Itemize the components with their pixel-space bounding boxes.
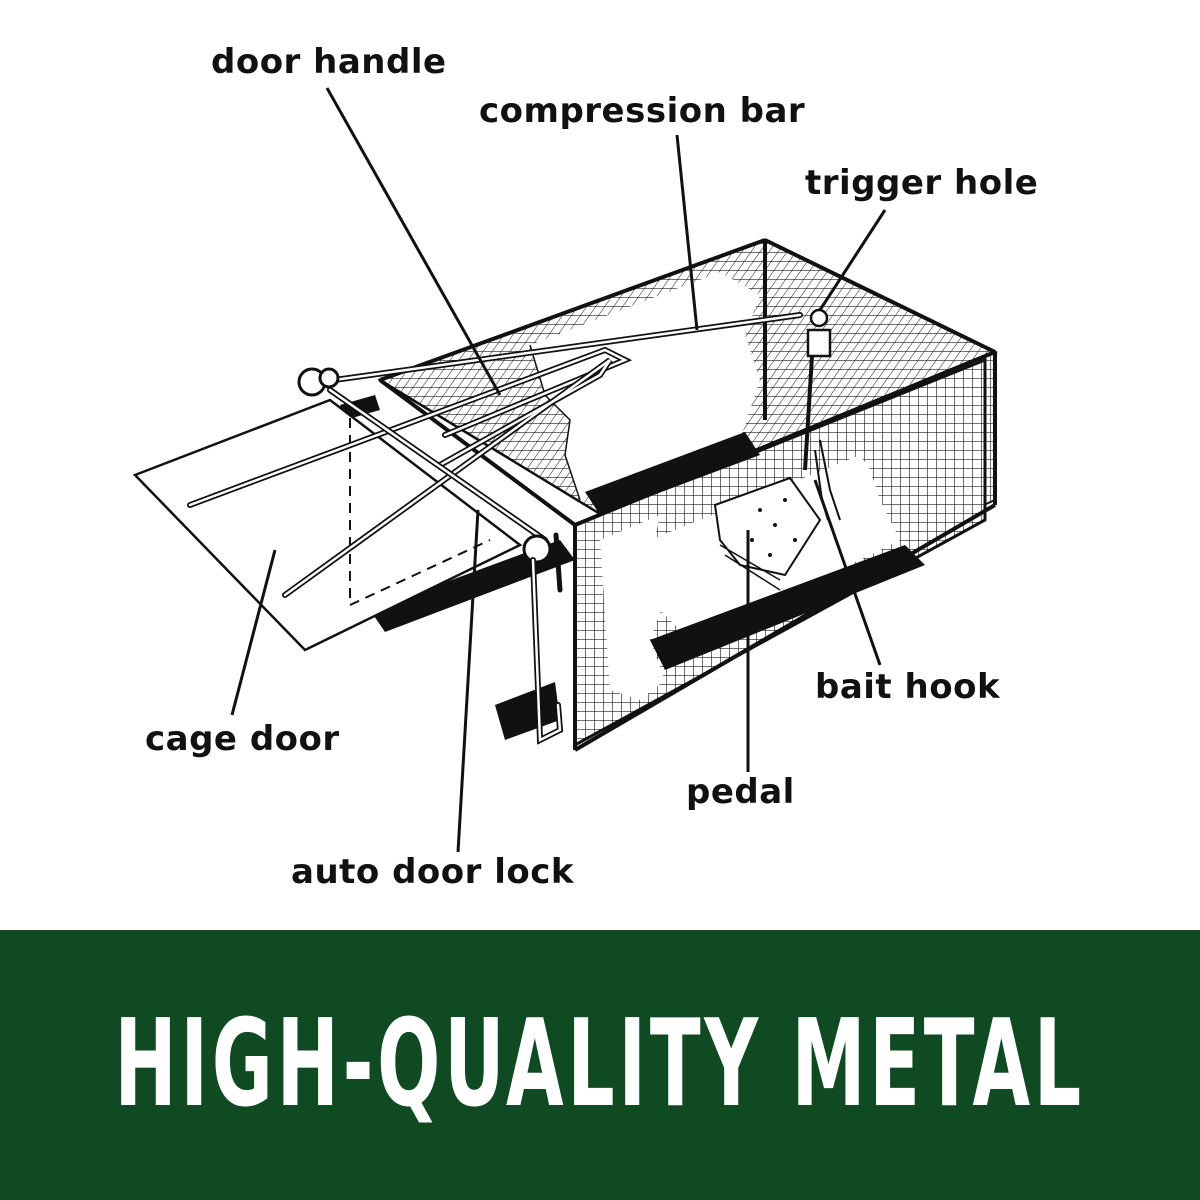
- cage-trap-illustration: [132, 87, 998, 853]
- label-compression-bar: compression bar: [479, 91, 806, 131]
- label-cage-door: cage door: [145, 719, 340, 759]
- leader-compression-bar: [675, 134, 699, 331]
- leader-door-handle: [325, 87, 502, 396]
- label-door-handle: door handle: [211, 42, 447, 82]
- label-bait-hook: bait hook: [815, 667, 1001, 707]
- door-rings: [297, 367, 552, 564]
- label-pedal: pedal: [686, 772, 795, 812]
- door-handle-rods: [187, 312, 803, 598]
- trap-diagram: door handle compression bar trigger hole…: [132, 42, 1039, 892]
- leader-cage-door: [230, 549, 277, 716]
- leader-trigger-hole: [818, 209, 887, 311]
- cage-door-panel: [132, 398, 523, 652]
- label-trigger-hole: trigger hole: [805, 163, 1039, 203]
- auto-door-lock-rod: [530, 532, 564, 745]
- pedal-plate: [713, 476, 822, 591]
- leader-bait-hook: [813, 479, 882, 666]
- label-auto-door-lock: auto door lock: [291, 852, 575, 892]
- leader-lines: [230, 87, 887, 853]
- leader-auto-door-lock: [456, 509, 480, 853]
- banner-title: HIGH-QUALITY METAL: [114, 995, 1086, 1134]
- banner: HIGH-QUALITY METAL: [0, 930, 1200, 1200]
